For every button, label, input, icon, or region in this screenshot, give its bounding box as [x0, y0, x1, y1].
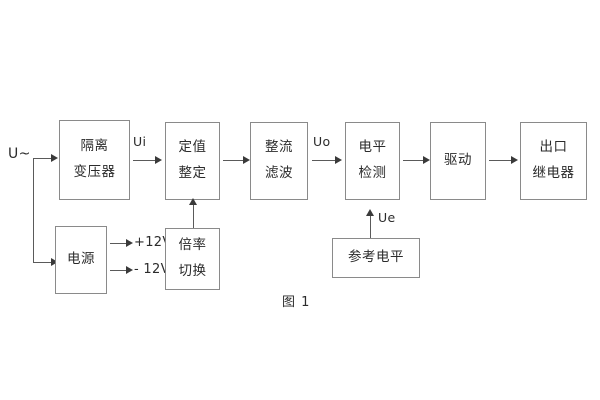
block-reference-level: 参考电平	[332, 238, 420, 278]
block-level-detect-line-2: 检测	[358, 165, 387, 181]
figure-caption: 图 1	[282, 295, 311, 310]
block-isolation-transformer-line-1: 隔离	[80, 138, 109, 155]
wire-transformer-to-setpoint	[133, 160, 157, 161]
wire-source-to-power-supply	[33, 262, 53, 263]
signal-label-ue: Ue	[378, 210, 396, 225]
block-output-relay-line-1: 出口	[539, 139, 568, 156]
arrow-rail-positive	[126, 239, 133, 247]
block-rectify-filter-line-2: 滤波	[265, 165, 293, 181]
rail-label-positive: +12V	[134, 235, 172, 250]
block-isolation-transformer: 隔离 变压器	[59, 120, 130, 200]
arrow-source-to-transformer	[51, 154, 58, 162]
block-isolation-transformer-line-2: 变压器	[73, 164, 116, 180]
wire-rectify-to-level-detect	[312, 160, 337, 161]
wire-level-detect-to-drive	[403, 160, 425, 161]
wire-reference-to-level-detect	[370, 214, 371, 238]
block-multiplier-switch-line-1: 倍率	[178, 237, 207, 254]
arrow-level-detect-to-drive	[423, 156, 430, 164]
block-multiplier-switch-line-2: 切换	[178, 263, 207, 279]
arrow-drive-to-output-relay	[511, 156, 518, 164]
rail-label-negative: - 12V	[134, 262, 170, 277]
wire-setpoint-to-rectify	[223, 160, 245, 161]
arrow-rail-negative	[126, 266, 133, 274]
wire-multiplier-to-setpoint	[193, 203, 194, 228]
block-output-relay-line-2: 继电器	[532, 165, 575, 181]
wire-source-trunk	[33, 158, 34, 263]
signal-label-ui: Ui	[133, 134, 147, 149]
arrow-setpoint-to-rectify	[243, 156, 250, 164]
arrow-source-to-power-supply	[51, 258, 58, 266]
arrow-rectify-to-level-detect	[335, 156, 342, 164]
wire-drive-to-output-relay	[489, 160, 513, 161]
arrow-reference-to-level-detect	[366, 209, 374, 216]
signal-label-uo: Uo	[313, 134, 331, 149]
block-level-detect: 电平 检测	[345, 122, 400, 200]
wire-source-to-transformer	[33, 158, 53, 159]
arrow-multiplier-to-setpoint	[189, 198, 197, 205]
wire-rail-negative	[110, 270, 128, 271]
wire-rail-positive	[110, 243, 128, 244]
block-setpoint-adjust-line-1: 定值	[178, 139, 207, 156]
block-rectify-filter: 整流 滤波	[250, 122, 308, 200]
block-power-supply-line-1: 电源	[67, 251, 95, 268]
block-level-detect-line-1: 电平	[358, 139, 387, 156]
arrow-transformer-to-setpoint	[155, 156, 162, 164]
block-rectify-filter-line-1: 整流	[265, 139, 293, 156]
block-drive: 驱动	[430, 122, 486, 200]
source-label-u-ac: U~	[8, 146, 31, 162]
block-reference-level-line-1: 参考电平	[348, 249, 404, 266]
block-setpoint-adjust: 定值 整定	[165, 122, 220, 200]
block-output-relay: 出口 继电器	[520, 122, 587, 200]
block-drive-line-1: 驱动	[444, 152, 472, 169]
block-setpoint-adjust-line-2: 整定	[178, 165, 207, 181]
block-power-supply: 电源	[55, 226, 107, 294]
block-multiplier-switch: 倍率 切换	[165, 228, 220, 290]
